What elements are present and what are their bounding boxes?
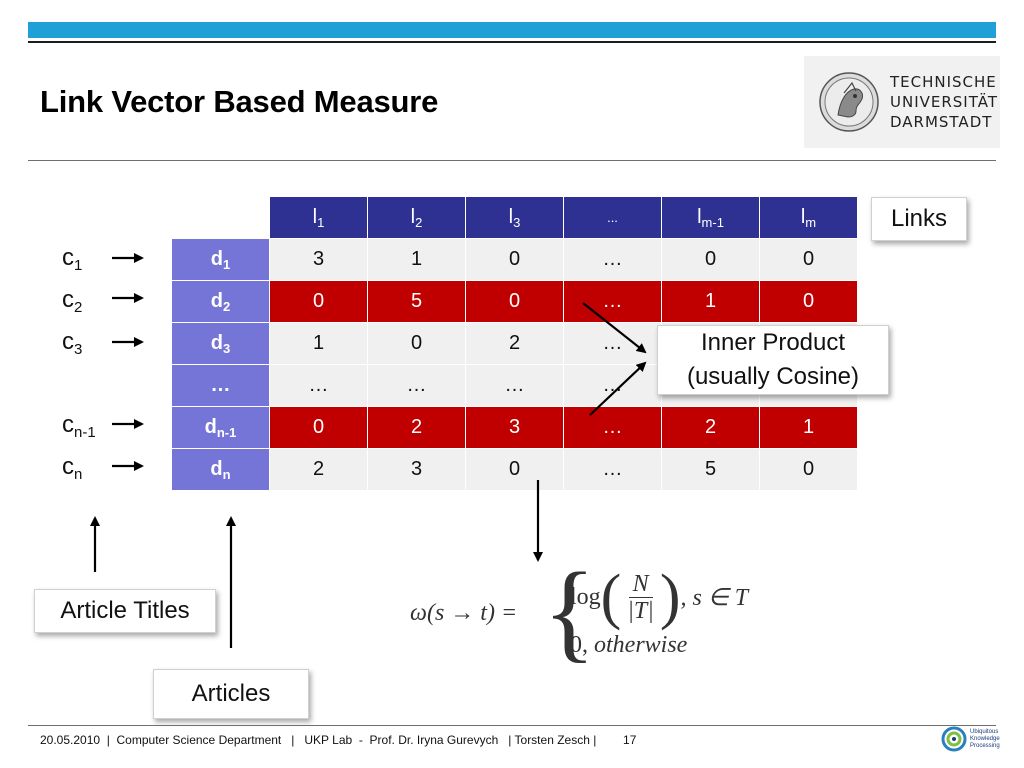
slide-title: Link Vector Based Measure <box>40 84 439 119</box>
matrix-cell: 0 <box>269 280 368 323</box>
matrix-cell: 3 <box>269 238 368 281</box>
formula-fraction: N |T| <box>623 571 658 624</box>
footer: 20.05.2010 | Computer Science Department… <box>40 733 637 747</box>
title-divider <box>28 160 996 161</box>
top-divider <box>28 41 996 43</box>
matrix-cell: 2 <box>661 406 760 449</box>
matrix-cell: 0 <box>465 238 564 281</box>
matrix-cell: 0 <box>661 238 760 281</box>
concept-label: c3 <box>62 328 83 358</box>
matrix-cell: 1 <box>367 238 466 281</box>
ukp-wordmark: Ubiquitous Knowledge Processing <box>970 729 1000 750</box>
ukp-line: Processing <box>970 742 1000 749</box>
ukp-logo: Ubiquitous Knowledge Processing <box>941 726 1000 752</box>
matrix-cell: … <box>367 364 466 407</box>
page-number: 17 <box>623 733 637 747</box>
articles-callout: Articles <box>153 669 309 719</box>
matrix-header-row: l1 l2 l3 ... lm-1 lm <box>172 196 858 239</box>
column-header: l3 <box>465 196 564 239</box>
matrix-cell: 0 <box>465 280 564 323</box>
formula-brace: { <box>543 550 596 672</box>
column-header: lm <box>759 196 858 239</box>
formula-numerator: N <box>628 571 653 598</box>
matrix-cell: … <box>563 238 662 281</box>
row-header: dn <box>171 448 270 491</box>
matrix-cell: 0 <box>759 280 858 323</box>
matrix-cell: 3 <box>465 406 564 449</box>
top-accent-bar <box>28 22 996 38</box>
footer-lab: UKP Lab <box>304 733 353 747</box>
matrix-cell: 0 <box>367 322 466 365</box>
concept-label: cn-1 <box>62 411 96 441</box>
footer-divider <box>28 725 996 726</box>
ukp-line: Knowledge <box>970 735 1000 742</box>
matrix-cell: … <box>563 448 662 491</box>
matrix-cell: … <box>563 322 662 365</box>
column-header: l2 <box>367 196 466 239</box>
matrix-cell: 0 <box>759 448 858 491</box>
logo-line: UNIVERSITÄT <box>890 93 998 111</box>
university-logo: TECHNISCHE UNIVERSITÄT DARMSTADT <box>804 56 1000 148</box>
inner-product-callout: Inner Product (usually Cosine) <box>657 325 889 395</box>
row-header: d2 <box>171 280 270 323</box>
footer-date: 20.05.2010 <box>40 733 101 747</box>
column-header: ... <box>563 196 662 239</box>
concept-label: c2 <box>62 286 83 316</box>
footer-professor: Prof. Dr. Iryna Gurevych <box>369 733 499 747</box>
matrix-cell: 0 <box>759 238 858 281</box>
formula-paren: ) <box>659 563 681 631</box>
ukp-logo-icon <box>941 726 967 752</box>
logo-line: TECHNISCHE <box>890 73 997 91</box>
formula-case-1: log ( N |T| ) , s ∈ T <box>570 566 748 628</box>
formula-zero: 0, <box>570 632 588 658</box>
concept-label: cn <box>62 453 83 483</box>
matrix-cell: 1 <box>661 280 760 323</box>
matrix-row-highlighted: dn-1 0 2 3 … 2 1 <box>171 406 858 449</box>
matrix-cell: 1 <box>759 406 858 449</box>
matrix-cell: … <box>563 406 662 449</box>
formula-condition: , s ∈ T <box>680 584 749 611</box>
matrix-cell: 0 <box>269 406 368 449</box>
concept-label: c1 <box>62 244 83 274</box>
matrix-cell: 5 <box>367 280 466 323</box>
matrix-cell: 3 <box>367 448 466 491</box>
ukp-line: Ubiquitous <box>970 728 999 735</box>
link-matrix: l1 l2 l3 ... lm-1 lm d1 3 1 0 … 0 0 d2 0… <box>171 196 858 491</box>
matrix-row: d1 3 1 0 … 0 0 <box>171 238 858 281</box>
matrix-row-highlighted: d2 0 5 0 … 1 0 <box>171 280 858 323</box>
athena-seal-icon <box>819 72 879 132</box>
column-header: l1 <box>269 196 368 239</box>
logo-line: DARMSTADT <box>890 113 993 131</box>
matrix-cell: 0 <box>465 448 564 491</box>
logo-wordmark: TECHNISCHE UNIVERSITÄT DARMSTADT <box>890 72 998 132</box>
article-titles-callout: Article Titles <box>34 589 216 633</box>
formula-log: log <box>570 583 601 610</box>
footer-author: Torsten Zesch <box>514 733 590 747</box>
links-callout: Links <box>871 197 967 241</box>
matrix-row: dn 2 3 0 … 5 0 <box>171 448 858 491</box>
formula-case-2: 0, otherwise <box>570 632 687 659</box>
matrix-cell: 2 <box>269 448 368 491</box>
matrix-cell: … <box>563 280 662 323</box>
column-header: lm-1 <box>661 196 760 239</box>
callout-line: (usually Cosine) <box>686 363 860 390</box>
diagonal-arrow-icon <box>589 361 647 416</box>
formula-lhs: ω(s → t) = <box>410 600 518 626</box>
footer-department: Computer Science Department <box>116 733 282 747</box>
formula-denominator: |T| <box>627 597 654 624</box>
diagonal-arrow-icon <box>582 302 647 354</box>
formula-paren: ( <box>600 563 622 631</box>
matrix-cell: 2 <box>367 406 466 449</box>
callout-line: Inner Product <box>700 329 846 356</box>
formula-otherwise: otherwise <box>594 632 688 658</box>
row-header: dn-1 <box>171 406 270 449</box>
matrix-cell: … <box>269 364 368 407</box>
